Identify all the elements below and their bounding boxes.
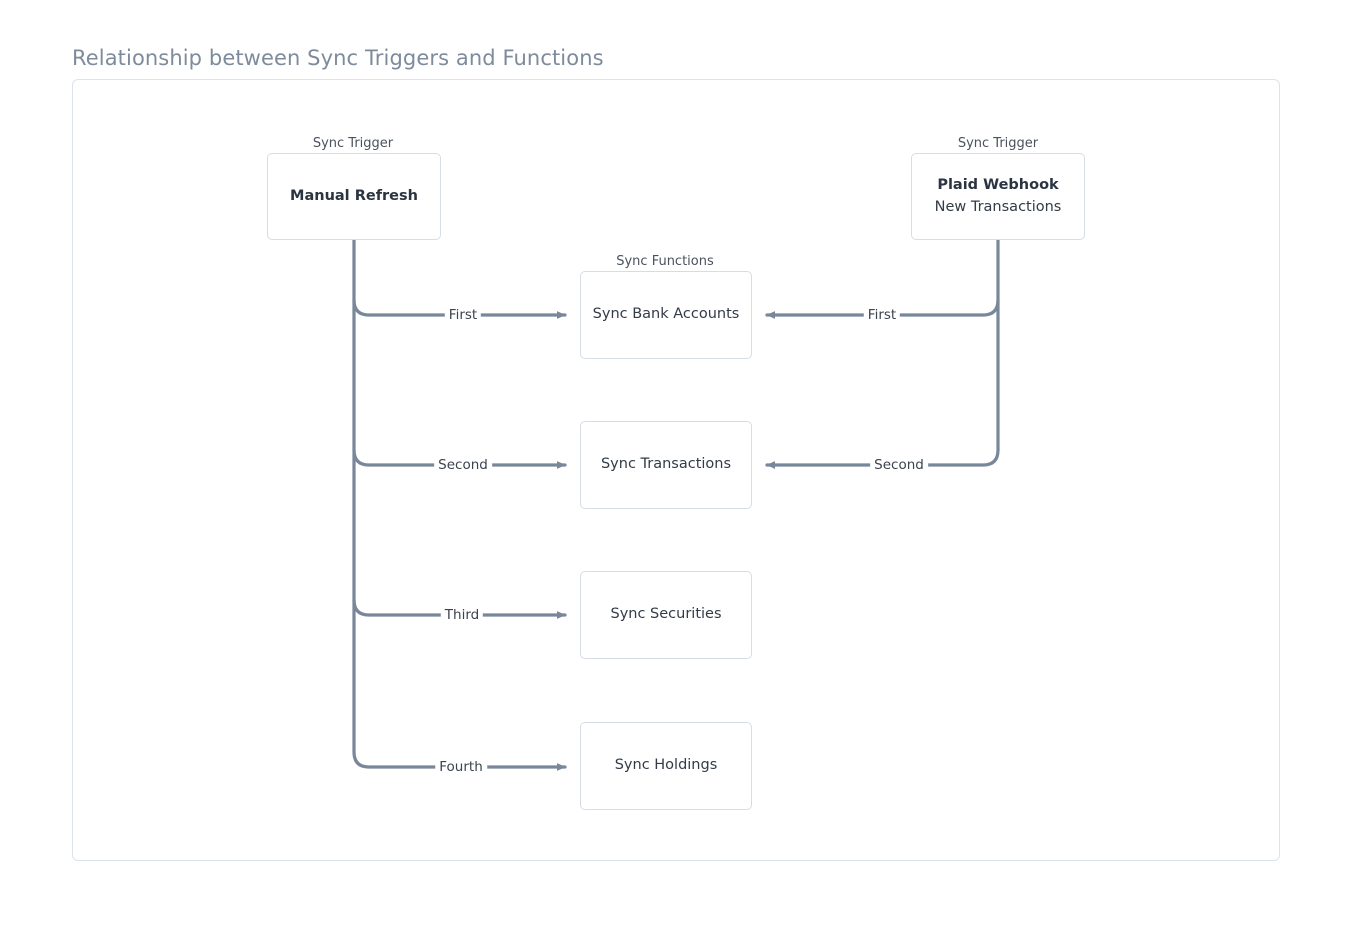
node-sync-bank-accounts[interactable]: Sync Bank Accounts [580,271,752,359]
group-label-trigger-left: Sync Trigger [312,136,394,151]
node-sync-bank-accounts-title: Sync Bank Accounts [592,306,740,323]
node-sync-securities-title: Sync Securities [610,606,722,623]
group-label-trigger-right: Sync Trigger [957,136,1039,151]
edge-label-plaid-second: Second [870,457,928,473]
node-plaid-webhook-subtitle: New Transactions [934,198,1062,215]
node-sync-transactions-title: Sync Transactions [600,456,732,473]
edge-label-manual-fourth: Fourth [435,759,487,775]
node-sync-holdings[interactable]: Sync Holdings [580,722,752,810]
node-manual-refresh-title: Manual Refresh [290,187,418,204]
node-sync-securities[interactable]: Sync Securities [580,571,752,659]
edge-label-manual-second: Second [434,457,492,473]
page-title: Relationship between Sync Triggers and F… [72,46,604,70]
node-sync-transactions[interactable]: Sync Transactions [580,421,752,509]
node-plaid-webhook-title: Plaid Webhook [937,177,1059,194]
node-manual-refresh[interactable]: Manual Refresh [267,153,441,240]
edge-label-manual-third: Third [440,607,484,623]
node-plaid-webhook[interactable]: Plaid Webhook New Transactions [911,153,1085,240]
group-label-functions: Sync Functions [616,254,714,269]
node-sync-holdings-title: Sync Holdings [614,757,718,774]
edge-label-plaid-first: First [863,307,901,323]
edge-label-manual-first: First [444,307,482,323]
